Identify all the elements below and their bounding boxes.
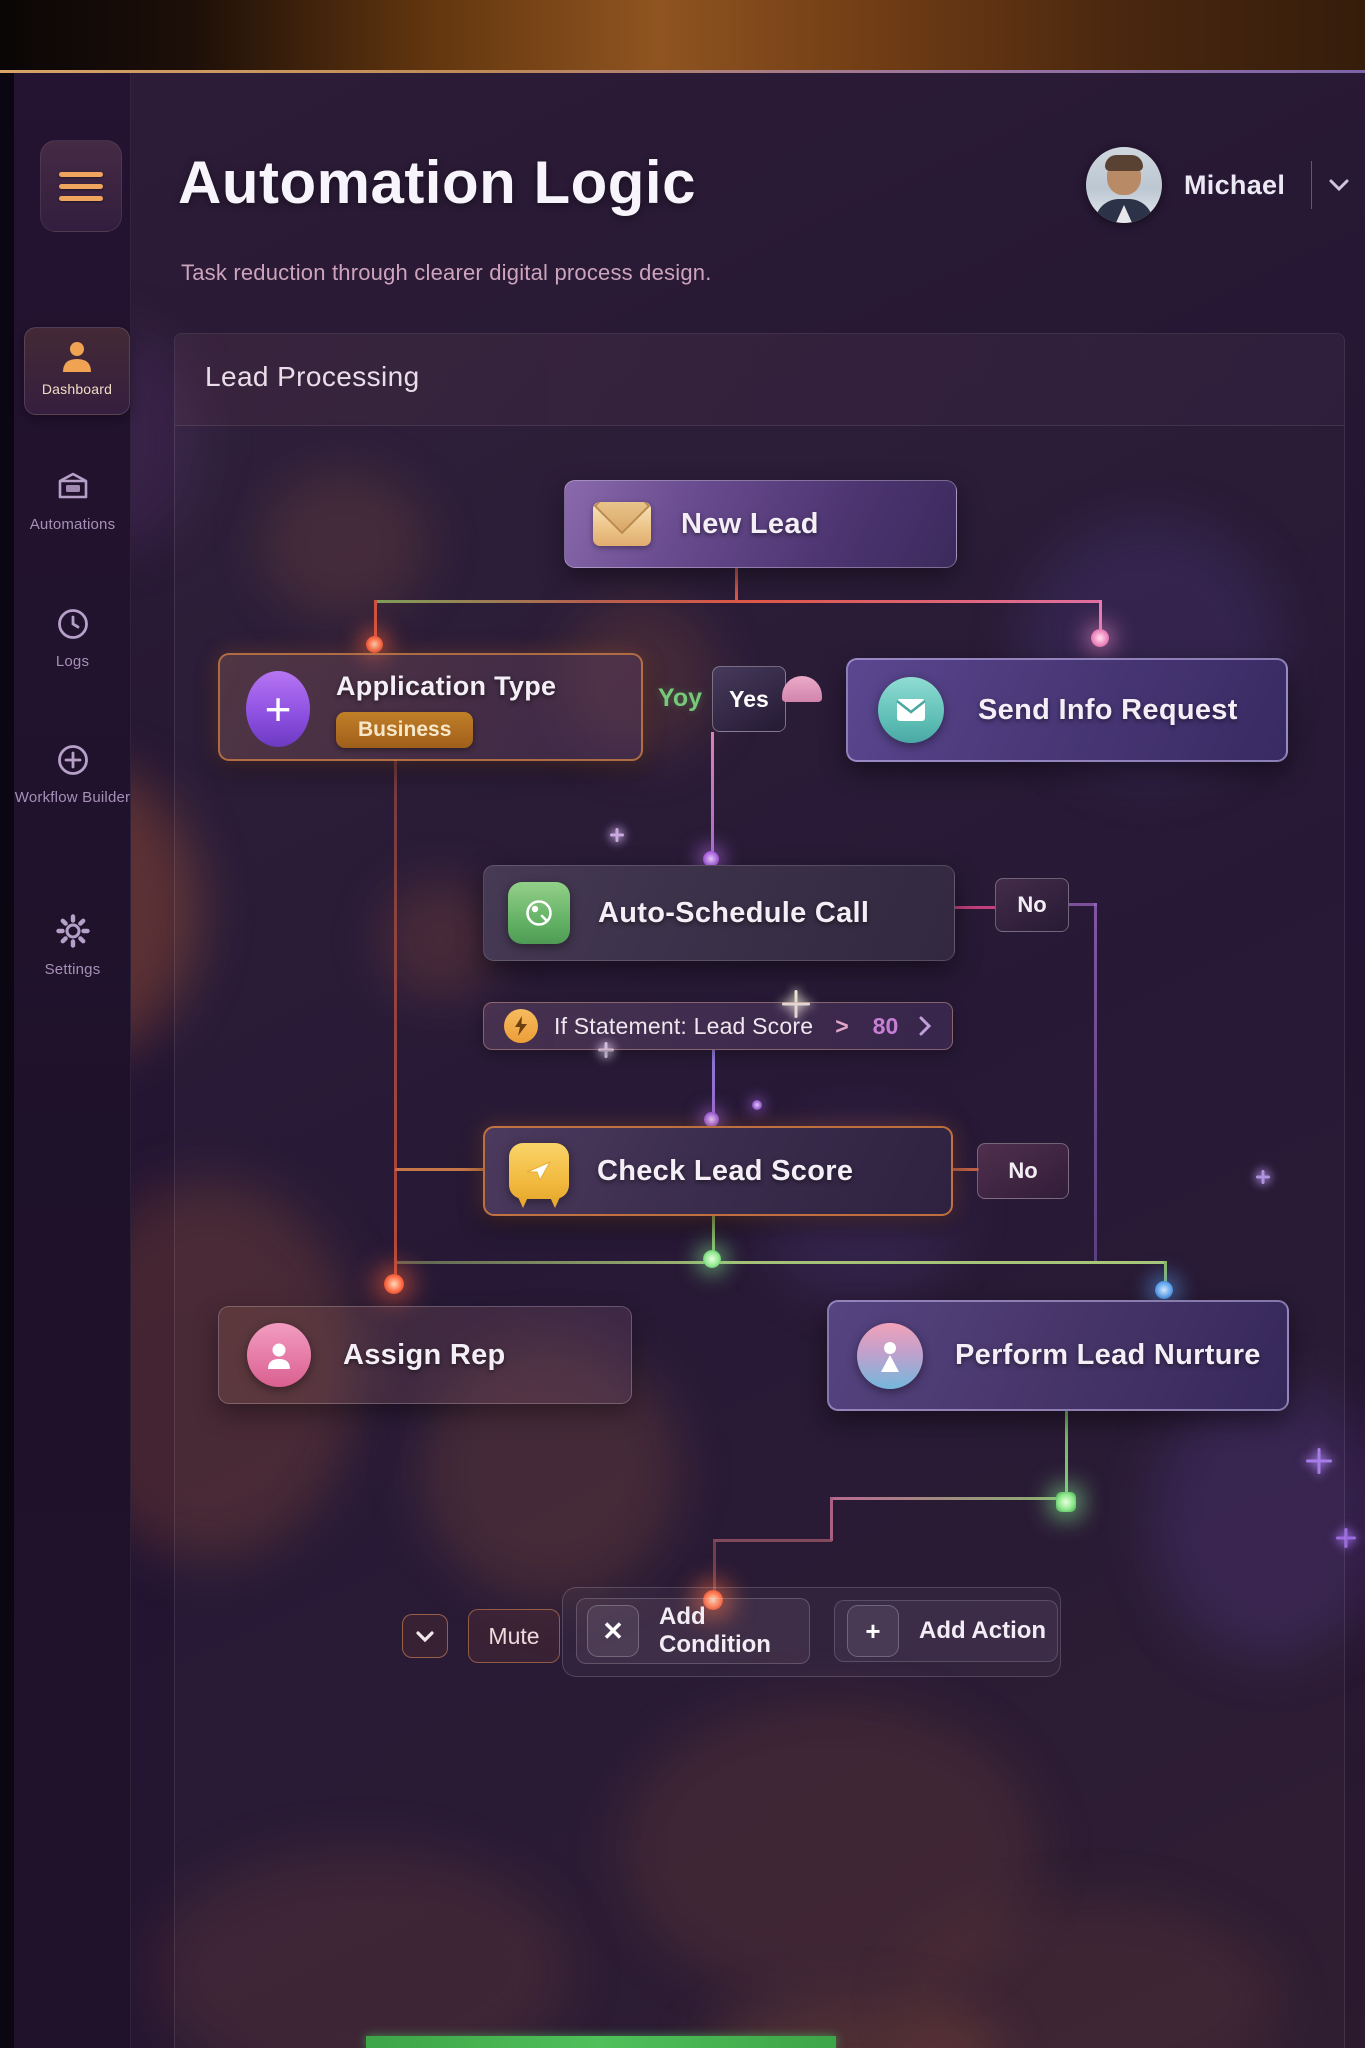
node-if-statement[interactable]: If Statement: Lead Score > 80 — [483, 1002, 953, 1050]
archive-box-icon — [53, 468, 93, 506]
sidebar-item-dashboard[interactable]: Dashboard — [24, 327, 130, 415]
hamburger-icon — [59, 165, 103, 208]
workflow-panel — [174, 333, 1345, 2048]
add-condition-label: Add Condition — [659, 1603, 771, 1658]
sidebar-item-logs[interactable]: Logs — [14, 605, 131, 672]
node-check-lead-score[interactable]: Check Lead Score — [483, 1126, 953, 1216]
branch-label-no-2: No — [977, 1143, 1069, 1199]
top-divider-line — [0, 70, 1365, 73]
envelope-teal-icon — [878, 677, 944, 743]
person-duo-icon — [857, 1322, 923, 1389]
if-statement-operator: > — [835, 1012, 849, 1039]
sidebar-item-label: Dashboard — [41, 381, 113, 397]
chevron-right-icon[interactable] — [918, 1015, 932, 1037]
node-label: New Lead — [681, 507, 819, 540]
bottom-green-bar — [366, 2036, 836, 2048]
user-name: Michael — [1184, 169, 1286, 200]
add-action-button[interactable]: + Add Action — [834, 1600, 1058, 1662]
circle-plus-icon — [54, 741, 92, 779]
node-label: Check Lead Score — [597, 1154, 854, 1187]
branch-label-yes: Yes — [712, 666, 786, 732]
chevron-down-icon — [415, 1630, 435, 1643]
node-label: Assign Rep — [343, 1338, 506, 1371]
menu-button[interactable] — [40, 140, 122, 232]
add-condition-button[interactable]: ✕ Add Condition — [576, 1598, 810, 1664]
sidebar-item-label: Settings — [44, 961, 101, 978]
branch-label-yes-green: Yoy — [658, 684, 702, 712]
person-icon — [58, 338, 96, 376]
bell-shape — [782, 676, 822, 702]
node-application-type[interactable]: + Application Type Business — [218, 653, 643, 761]
business-badge[interactable]: Business — [336, 712, 474, 748]
node-label: Send Info Request — [978, 693, 1238, 726]
chevron-down-icon[interactable] — [1328, 178, 1350, 192]
workflow-panel-header — [175, 334, 1344, 426]
lightning-icon — [504, 1009, 538, 1043]
user-menu[interactable]: Michael — [1086, 144, 1356, 226]
clock-icon — [54, 605, 92, 643]
node-assign-rep[interactable]: Assign Rep — [218, 1306, 632, 1404]
sidebar-item-label: Logs — [55, 653, 90, 670]
chat-send-icon — [509, 1143, 569, 1208]
top-gradient-bar — [0, 0, 1365, 70]
node-label: Perform Lead Nurture — [955, 1339, 1261, 1371]
if-statement-value: 80 — [872, 1012, 899, 1039]
toolbar-collapse-button[interactable] — [402, 1614, 448, 1658]
x-icon: ✕ — [587, 1605, 639, 1657]
sidebar-item-automations[interactable]: Automations — [14, 468, 131, 535]
mute-button[interactable]: Mute — [468, 1609, 560, 1663]
toolbar-panel — [562, 1587, 1061, 1677]
node-label: Application Type — [336, 671, 557, 701]
add-action-label: Add Action — [919, 1617, 1047, 1644]
plus-circle-icon: + — [246, 671, 310, 747]
sidebar-item-label: Workflow Builder — [14, 789, 131, 806]
envelope-icon — [593, 502, 651, 546]
if-statement-text: If Statement: Lead Score — [554, 1012, 814, 1039]
workflow-title: Lead Processing — [205, 361, 420, 392]
plus-icon: + — [847, 1605, 899, 1657]
sidebar-item-settings[interactable]: Settings — [14, 911, 131, 980]
sidebar-item-label: Automations — [29, 516, 116, 533]
node-perform-lead-nurture[interactable]: Perform Lead Nurture — [827, 1300, 1289, 1411]
avatar[interactable] — [1086, 147, 1162, 223]
gear-icon — [53, 911, 93, 951]
branch-label-no-1: No — [995, 878, 1069, 932]
node-auto-schedule-call[interactable]: Auto-Schedule Call — [483, 865, 955, 961]
page-subtitle: Task reduction through clearer digital p… — [181, 260, 712, 285]
sidebar-item-workflow-builder[interactable]: Workflow Builder — [14, 741, 131, 808]
node-send-info-request[interactable]: Send Info Request — [846, 658, 1288, 762]
phone-icon — [508, 882, 570, 944]
page-title: Automation Logic — [178, 149, 696, 216]
node-label: Auto-Schedule Call — [598, 896, 870, 929]
divider — [1311, 161, 1313, 209]
sidebar: Dashboard Automations Logs — [14, 73, 131, 2048]
person-pink-icon — [247, 1323, 311, 1387]
left-edge-strip — [0, 73, 14, 2048]
node-new-lead[interactable]: New Lead — [564, 480, 957, 568]
